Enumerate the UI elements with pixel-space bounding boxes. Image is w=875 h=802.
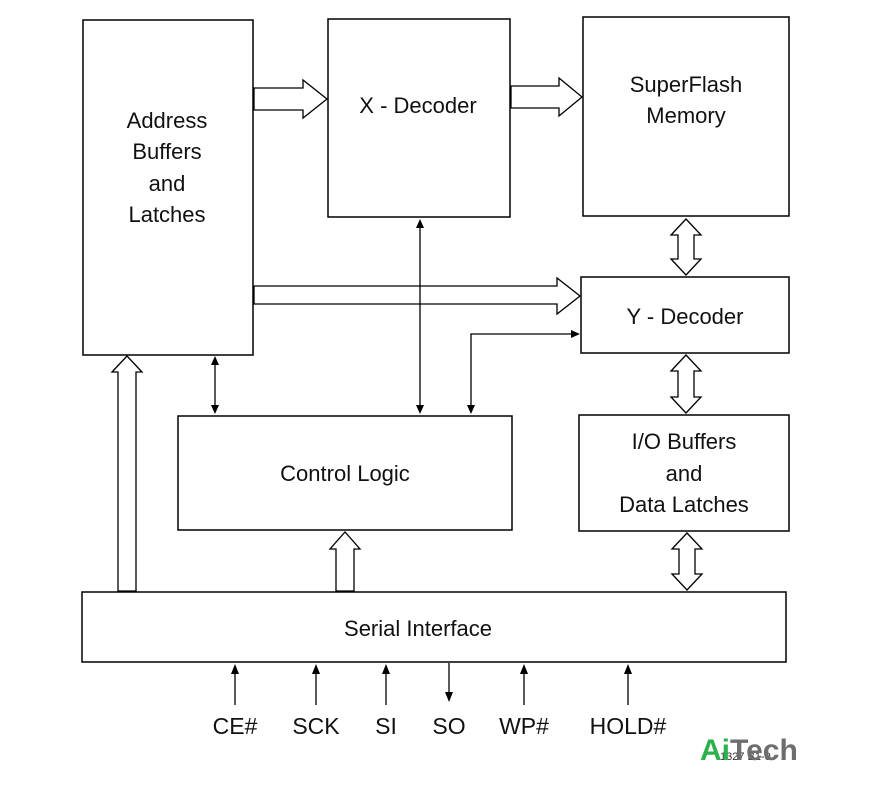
- x-decoder-label: X - Decoder: [359, 93, 476, 118]
- control-logic-block: Control Logic: [177, 415, 513, 531]
- io-label-line2: and: [666, 461, 703, 486]
- io-buffers-block: I/O Buffers and Data Latches: [578, 414, 790, 532]
- pin-label-wp: WP#: [499, 713, 549, 739]
- bus-arrow-xdecoder-to-memory: [510, 76, 584, 118]
- arrowhead-xdecoder-up: [416, 219, 424, 228]
- io-label-line3: Data Latches: [619, 492, 749, 517]
- arrowhead-control-down-3: [467, 405, 475, 414]
- x-decoder-block: X - Decoder: [327, 18, 511, 218]
- y-decoder-label: Y - Decoder: [627, 304, 744, 329]
- pin-wp: WP#: [499, 664, 549, 739]
- svg-text:AiTech: AiTech: [700, 734, 798, 767]
- serial-interface-block: Serial Interface: [81, 591, 787, 663]
- bus-arrow-serial-to-address: [110, 355, 144, 592]
- address-label-line1: Address: [127, 108, 208, 133]
- memory-label-line2: Memory: [646, 103, 725, 128]
- address-label-line3: and: [149, 171, 186, 196]
- figure-code: 1327 B1-0: [720, 751, 771, 763]
- bus-arrow-io-serial: [670, 532, 704, 591]
- pin-sck: SCK: [292, 664, 340, 739]
- address-label-line4: Latches: [128, 202, 205, 227]
- pin-label-hold: HOLD#: [590, 713, 667, 739]
- pin-label-si: SI: [375, 713, 397, 739]
- serial-interface-label: Serial Interface: [344, 616, 492, 641]
- arrowhead-ydecoder-right: [571, 330, 580, 338]
- address-buffers-block: Address Buffers and Latches: [82, 19, 254, 356]
- control-logic-label: Control Logic: [280, 461, 410, 486]
- wire-control-ydecoder: [470, 333, 573, 407]
- bus-arrow-ydecoder-io: [669, 354, 703, 414]
- bus-arrow-address-to-ydecoder: [253, 276, 582, 316]
- aitech-logo: AiTech: [700, 734, 798, 767]
- superflash-memory-block: SuperFlash Memory: [582, 16, 790, 217]
- bus-arrow-serial-to-control: [328, 531, 362, 592]
- io-label-line1: I/O Buffers: [632, 429, 737, 454]
- pin-label-so: SO: [432, 713, 465, 739]
- address-label-line2: Buffers: [132, 139, 201, 164]
- memory-label-line1: SuperFlash: [630, 72, 743, 97]
- bus-arrow-memory-ydecoder: [669, 218, 703, 276]
- pin-ce: CE#: [213, 664, 258, 739]
- bus-arrow-address-to-xdecoder: [253, 78, 329, 120]
- arrowhead-control-down: [211, 405, 219, 414]
- pin-label-sck: SCK: [292, 713, 340, 739]
- logo-text-ai: Ai: [700, 734, 730, 767]
- logo-text-tech: Tech: [730, 734, 798, 767]
- arrowhead-address-up: [211, 356, 219, 365]
- pin-hold: HOLD#: [590, 664, 667, 739]
- pin-si: SI: [375, 664, 397, 739]
- pin-so: SO: [432, 663, 466, 739]
- arrowhead-control-down-2: [416, 405, 424, 414]
- y-decoder-block: Y - Decoder: [580, 276, 790, 354]
- pin-label-ce: CE#: [213, 713, 258, 739]
